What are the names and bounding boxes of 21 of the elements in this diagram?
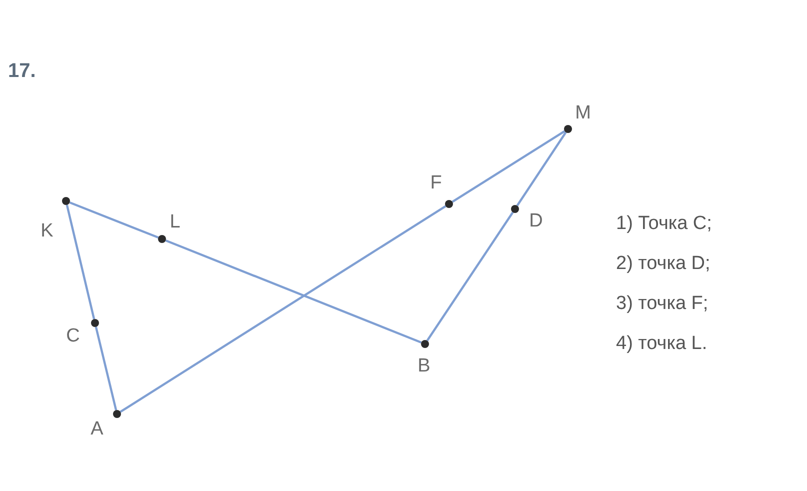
answer-option: 3) точка F; [616, 292, 712, 316]
line-segment [426, 212, 514, 342]
line-segment [66, 204, 96, 320]
line-segment [516, 132, 567, 206]
point-label: K [40, 222, 54, 240]
point-label: D [529, 212, 543, 230]
answer-option: 2) точка D; [616, 252, 712, 276]
point-label: M [575, 104, 591, 122]
answer-option: 4) точка L. [616, 332, 712, 356]
line-segment [120, 205, 446, 413]
problem-number: 17. [8, 59, 36, 84]
point-label: F [430, 174, 442, 192]
point-label: A [90, 420, 104, 438]
line-segment [69, 201, 159, 239]
line-segment [94, 326, 118, 410]
line-segment [452, 130, 566, 203]
point-label: L [170, 212, 180, 232]
line-segment [165, 239, 422, 344]
answer-option: 1) Точка C; [616, 212, 712, 236]
point-label: C [66, 326, 80, 346]
point-label: B [418, 356, 430, 376]
